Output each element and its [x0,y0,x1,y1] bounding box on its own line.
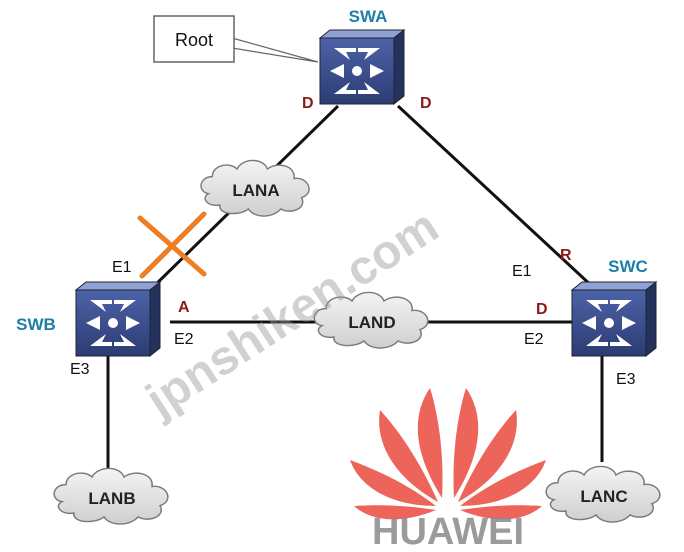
cloud-label: LANA [232,181,279,200]
port-label-swb-e1: E1 [112,259,132,276]
link-swa-swc [396,104,596,290]
switch-icon [319,29,405,105]
switch-swc: SWC [571,257,657,357]
switch-label: SWB [16,315,56,334]
port-role-swb-e2: A [178,299,190,316]
port-label-swc-e2: E2 [524,331,544,348]
cloud-label: LAND [348,313,395,332]
cloud-land: LAND [313,291,429,349]
port-label-swb-e2: E2 [174,331,194,348]
switch-swb: SWB [16,281,161,357]
switch-icon [75,281,161,357]
port-label-swb-e3: E3 [70,361,90,378]
cloud-label: LANB [88,489,135,508]
huawei-logo-text: HUAWEI [372,511,524,552]
port-role-swc-e2: D [536,301,548,318]
blocked-port-cross-icon [137,211,207,279]
huawei-petals-icon [350,388,546,520]
port-label-swc-e1: E1 [512,263,532,280]
port-roles: D D A R D [178,95,572,318]
switch-swa: SWA [319,7,405,105]
cloud-lana: LANA [200,159,310,217]
port-role-swa-left: D [302,95,314,112]
root-callout-text: Root [175,30,213,50]
port-role-swc-e1: R [560,247,572,264]
switch-label: SWC [608,257,648,276]
switch-icon [571,281,657,357]
cloud-lanb: LANB [53,467,169,525]
huawei-logo: HUAWEI [350,388,546,552]
root-callout: Root [153,15,319,63]
switch-label: SWA [349,7,388,26]
port-labels: E1 E2 E3 E1 E2 E3 [70,259,636,388]
port-role-swa-right: D [420,95,432,112]
cloud-label: LANC [580,487,627,506]
cloud-lanc: LANC [545,465,661,523]
port-label-swc-e3: E3 [616,371,636,388]
